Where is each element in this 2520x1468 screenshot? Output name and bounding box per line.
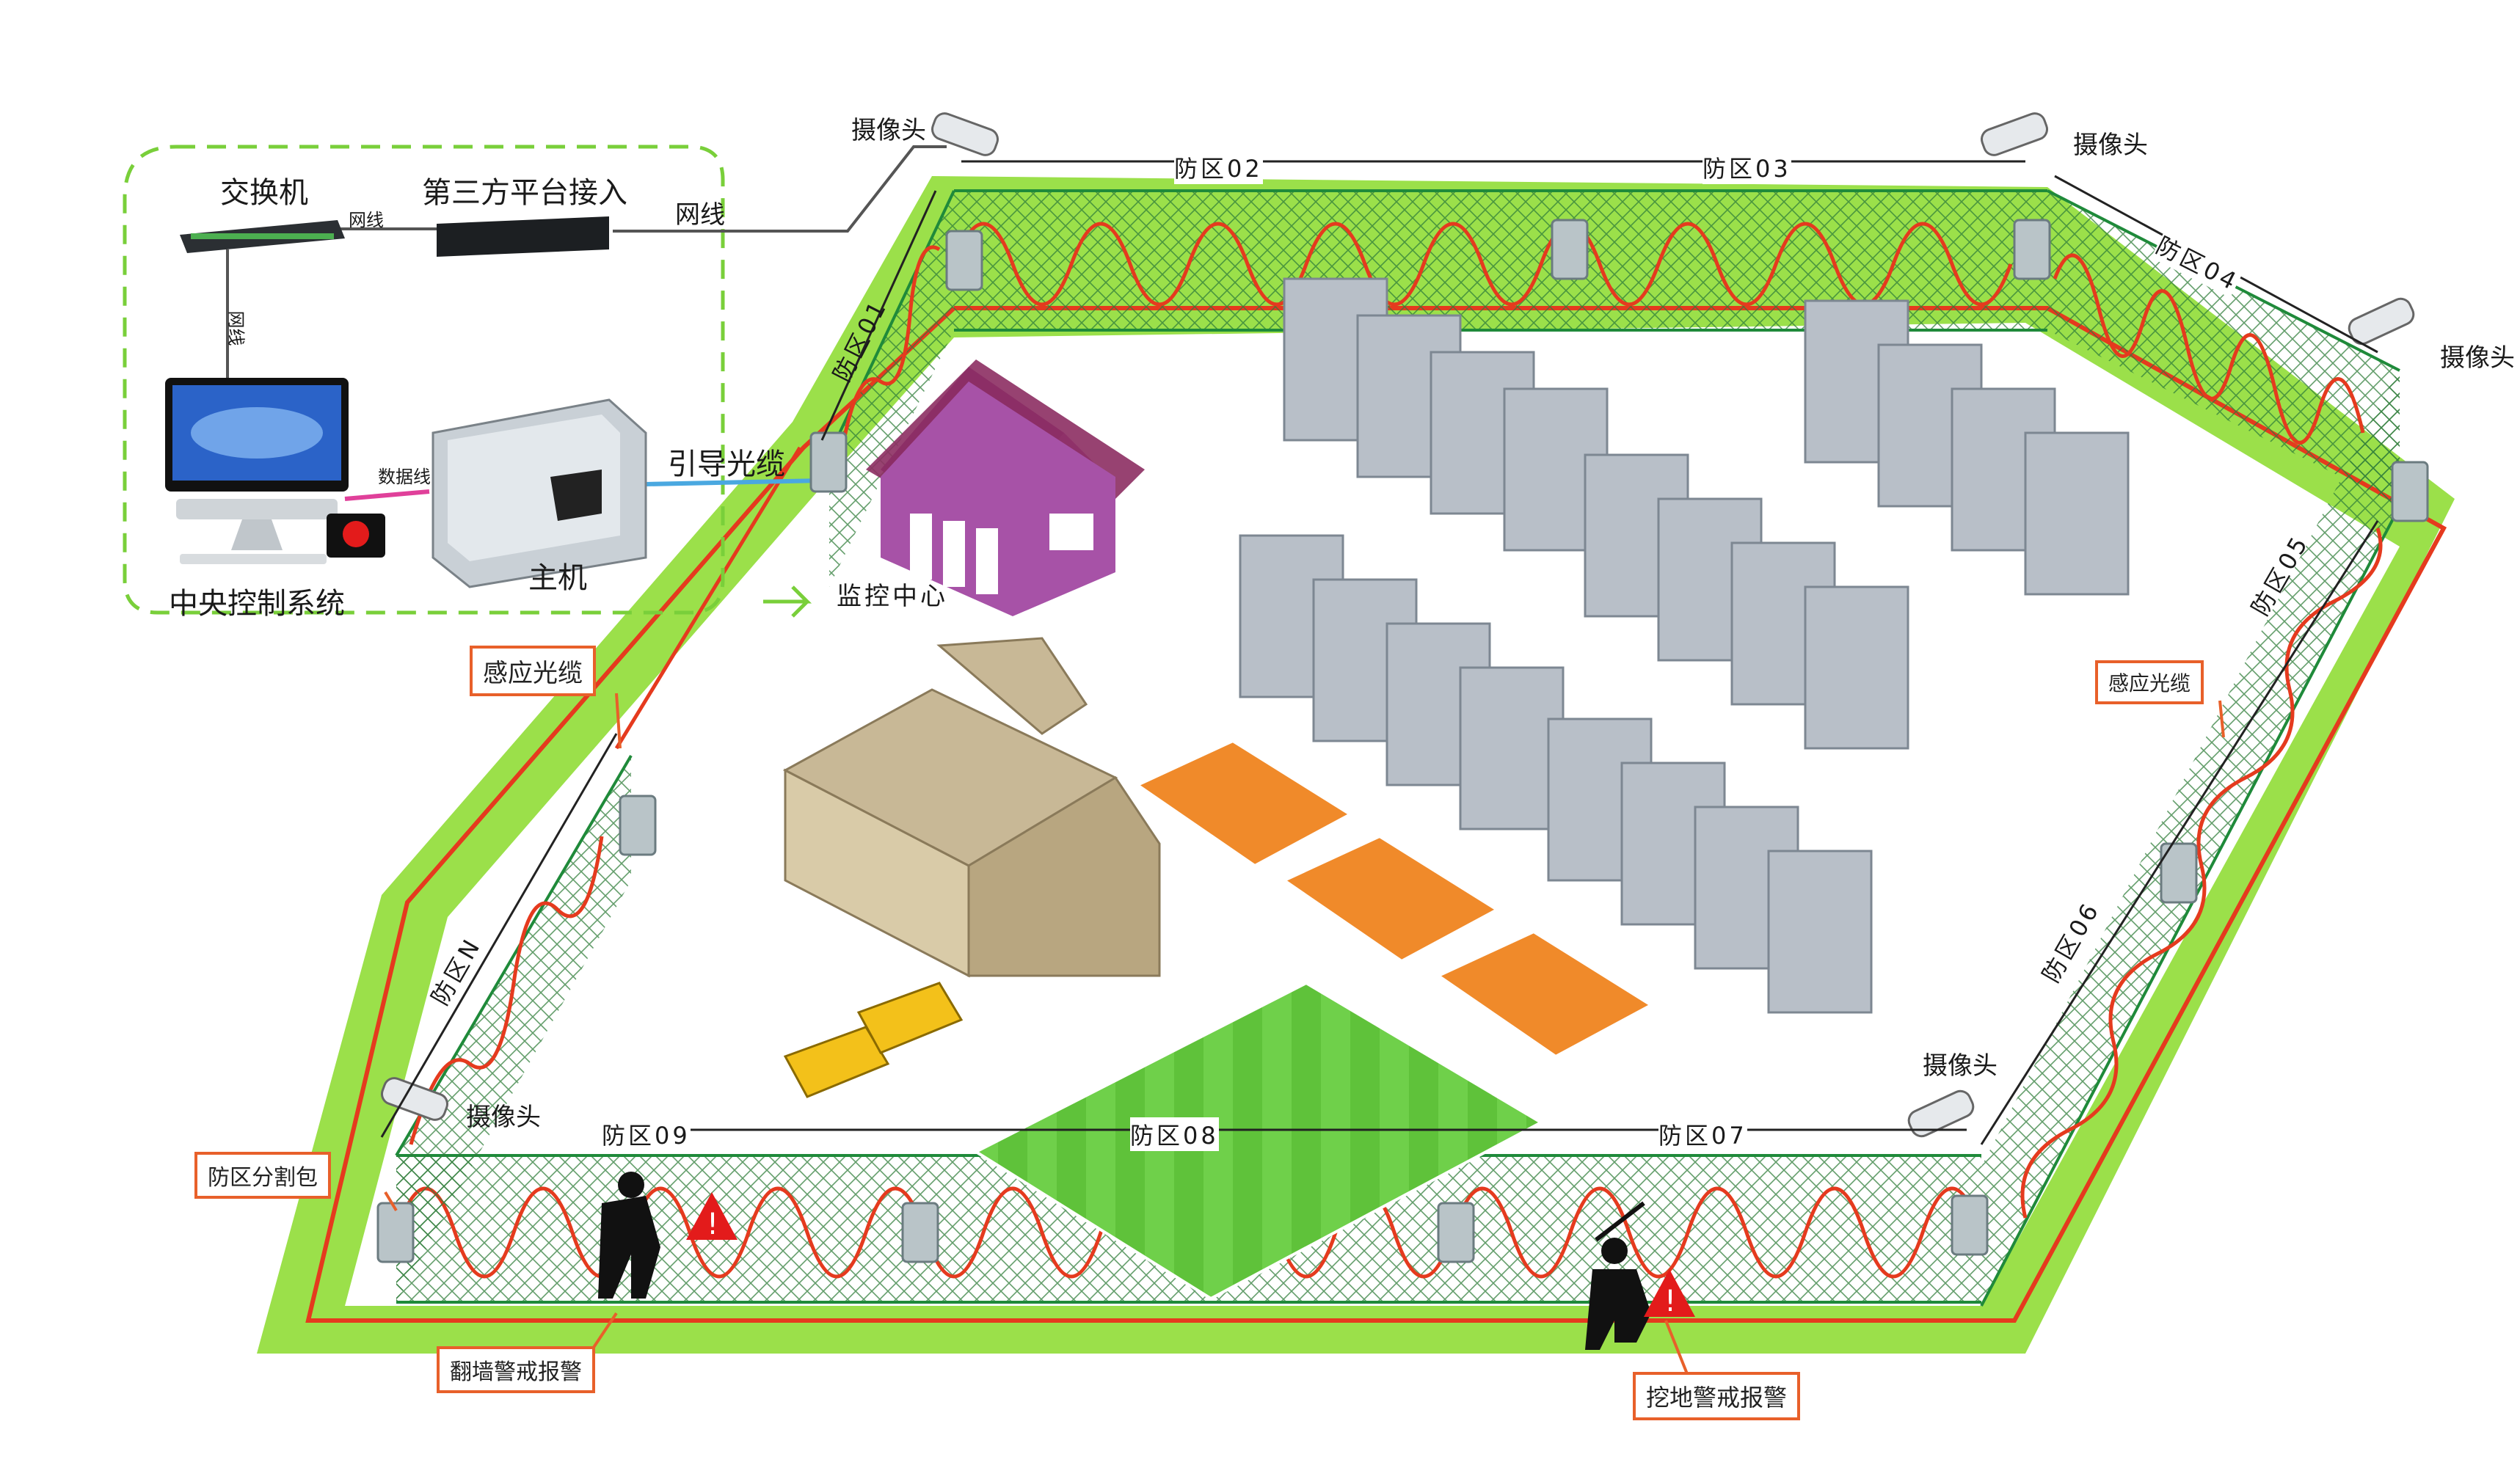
third-party-device bbox=[437, 216, 609, 257]
dig-alarm-callout: 挖地警戒报警 bbox=[1633, 1372, 1801, 1420]
boundary-arrow bbox=[763, 585, 812, 618]
monitor-center-house bbox=[866, 359, 1145, 616]
intruder-climbing-icon bbox=[598, 1172, 660, 1299]
host-label: 主机 bbox=[528, 561, 587, 595]
svg-text:!: ! bbox=[1664, 1285, 1676, 1318]
zone-split-box-callout: 防区分割包 bbox=[194, 1152, 331, 1199]
camera-label-2: 摄像头 bbox=[2073, 131, 2148, 160]
camera-label-4: 摄像头 bbox=[1923, 1051, 1998, 1081]
fence-right-lower bbox=[1980, 367, 2401, 1307]
sensing-fiber-callout-right: 感应光缆 bbox=[2095, 660, 2204, 704]
zone-02-label: 防区02 bbox=[1174, 150, 1263, 184]
zone-07-label: 防区07 bbox=[1658, 1117, 1747, 1151]
data-cable-label: 数据线 bbox=[378, 467, 431, 487]
basketball-courts bbox=[1134, 739, 1654, 1059]
fence-left-lower bbox=[395, 754, 633, 1302]
fence-left-upper bbox=[828, 190, 955, 587]
switch-label: 交换机 bbox=[220, 176, 308, 210]
switch-device bbox=[180, 220, 345, 253]
zone-split-boxes bbox=[376, 219, 2429, 1263]
net-cable-label-2: 网线 bbox=[675, 200, 725, 230]
host-server bbox=[431, 398, 647, 588]
zone-09-label: 防区09 bbox=[602, 1117, 691, 1151]
guide-fiber-line bbox=[645, 478, 823, 486]
school-building bbox=[782, 637, 1161, 978]
school-buses bbox=[783, 982, 964, 1098]
network-cable-top bbox=[613, 145, 947, 233]
camera-icons bbox=[381, 112, 2415, 1138]
data-cable-line bbox=[344, 489, 430, 501]
camera-label-5: 摄像头 bbox=[466, 1103, 541, 1132]
sensing-fiber-callout-left: 感应光缆 bbox=[470, 646, 596, 696]
central-system-label: 中央控制系统 bbox=[169, 587, 345, 621]
third-party-label: 第三方平台接入 bbox=[422, 176, 627, 210]
control-group-boundary bbox=[123, 145, 725, 615]
intruder-digging-icon bbox=[1585, 1201, 1651, 1350]
sensing-fiber-lead bbox=[614, 446, 802, 750]
dormitory-blocks bbox=[1239, 277, 2130, 1014]
football-field bbox=[972, 981, 1545, 1301]
monitor-center-label: 监控中心 bbox=[837, 582, 948, 611]
camera-label-3: 摄像头 bbox=[2440, 343, 2515, 373]
net-cable-label-1: 网线 bbox=[349, 210, 384, 230]
central-pc bbox=[165, 378, 385, 564]
alarm-warning-icons: ! ! bbox=[686, 1192, 1695, 1318]
zone-08-label: 防区08 bbox=[1130, 1117, 1219, 1151]
svg-text:!: ! bbox=[707, 1208, 718, 1241]
camera-label-1: 摄像头 bbox=[851, 116, 926, 145]
guide-fiber-label: 引导光缆 bbox=[668, 448, 785, 481]
zone-03-label: 防区03 bbox=[1703, 150, 1791, 184]
climb-alarm-callout: 翻墙警戒报警 bbox=[437, 1346, 595, 1393]
net-cable-label-3: 网线 bbox=[225, 310, 247, 346]
